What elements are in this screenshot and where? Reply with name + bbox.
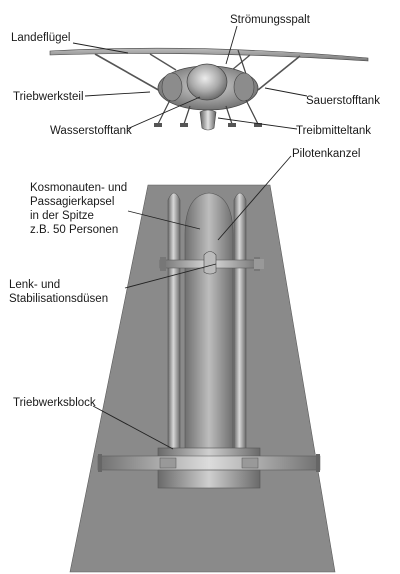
- landing-leg-2: [183, 105, 191, 125]
- leader-lines: [72, 25, 308, 450]
- steering-nozzle-far-right: [254, 259, 264, 269]
- capsule-tower: [184, 192, 234, 456]
- label-landing-wing: Landeflügel: [11, 32, 70, 44]
- landing-leg-1: [157, 99, 171, 125]
- leader-capsule: [127, 210, 201, 230]
- label-flow-gap: Strömungsspalt: [230, 14, 311, 26]
- steering-nozzle-left: [160, 257, 166, 271]
- label-capsule-3: in der Spitze: [30, 210, 94, 222]
- wing-strut-right-inner: [231, 54, 251, 71]
- engine-nozzle-left: [159, 457, 177, 469]
- label-engine-block: Triebwerksblock: [13, 397, 96, 409]
- wing-strut-left: [94, 53, 163, 93]
- leader-nozzles: [124, 263, 217, 289]
- pilot-cabin-docked: [203, 251, 217, 275]
- leader-landing-wing: [72, 42, 129, 54]
- landing-wing: [49, 47, 369, 62]
- leader-pilot-cabin: [217, 155, 292, 241]
- landing-leg-4: [245, 99, 259, 125]
- landing-craft: [49, 47, 369, 131]
- engine-nozzle-right: [241, 457, 259, 469]
- label-propellant-tank: Treibmitteltank: [296, 125, 371, 137]
- wing-strut-left-inner: [149, 53, 177, 71]
- label-hydrogen-tank: Wasserstofftank: [50, 125, 132, 137]
- wing-strut-right: [257, 55, 301, 91]
- booster-left: [167, 192, 181, 453]
- landing-foot-2: [180, 123, 188, 127]
- leader-hydrogen-tank: [126, 96, 201, 130]
- label-capsule-4: z.B. 50 Personen: [30, 224, 118, 236]
- hydrogen-tank-dome: [186, 63, 228, 101]
- leader-oxygen-tank: [264, 87, 308, 97]
- landing-foot-4: [254, 123, 262, 127]
- landing-leg-3: [225, 105, 233, 125]
- label-engine-part: Triebwerksteil: [13, 91, 84, 103]
- label-oxygen-tank: Sauerstofftank: [306, 95, 380, 107]
- engine-wing-tip-right: [316, 454, 320, 472]
- label-nozzles-1: Lenk- und: [9, 279, 60, 291]
- leader-flow-gap: [225, 25, 238, 65]
- engine-part-left: [161, 72, 183, 102]
- engine-wing-bar: [97, 455, 321, 471]
- leader-propellant-tank: [217, 117, 298, 130]
- label-pilot-cabin: Pilotenkanzel: [292, 148, 360, 160]
- landing-foot-1: [154, 123, 162, 127]
- labels: Landeflügel Strömungsspalt Triebwerkstei…: [9, 14, 380, 409]
- label-nozzles-2: Stabilisationsdüsen: [9, 293, 108, 305]
- engine-part-right: [233, 72, 255, 102]
- leader-engine-block: [92, 405, 174, 450]
- leader-engine-part: [84, 91, 151, 97]
- label-capsule-1: Kosmonauten- und: [30, 182, 127, 194]
- label-capsule-2: Passagierkapsel: [30, 196, 114, 208]
- booster-right: [233, 192, 247, 453]
- flow-gap-slot: [237, 49, 247, 75]
- launch-vehicle: [69, 184, 336, 573]
- landing-foot-3: [228, 123, 236, 127]
- engine-wing-tip-left: [98, 454, 102, 472]
- pilot-cabin: [199, 109, 217, 131]
